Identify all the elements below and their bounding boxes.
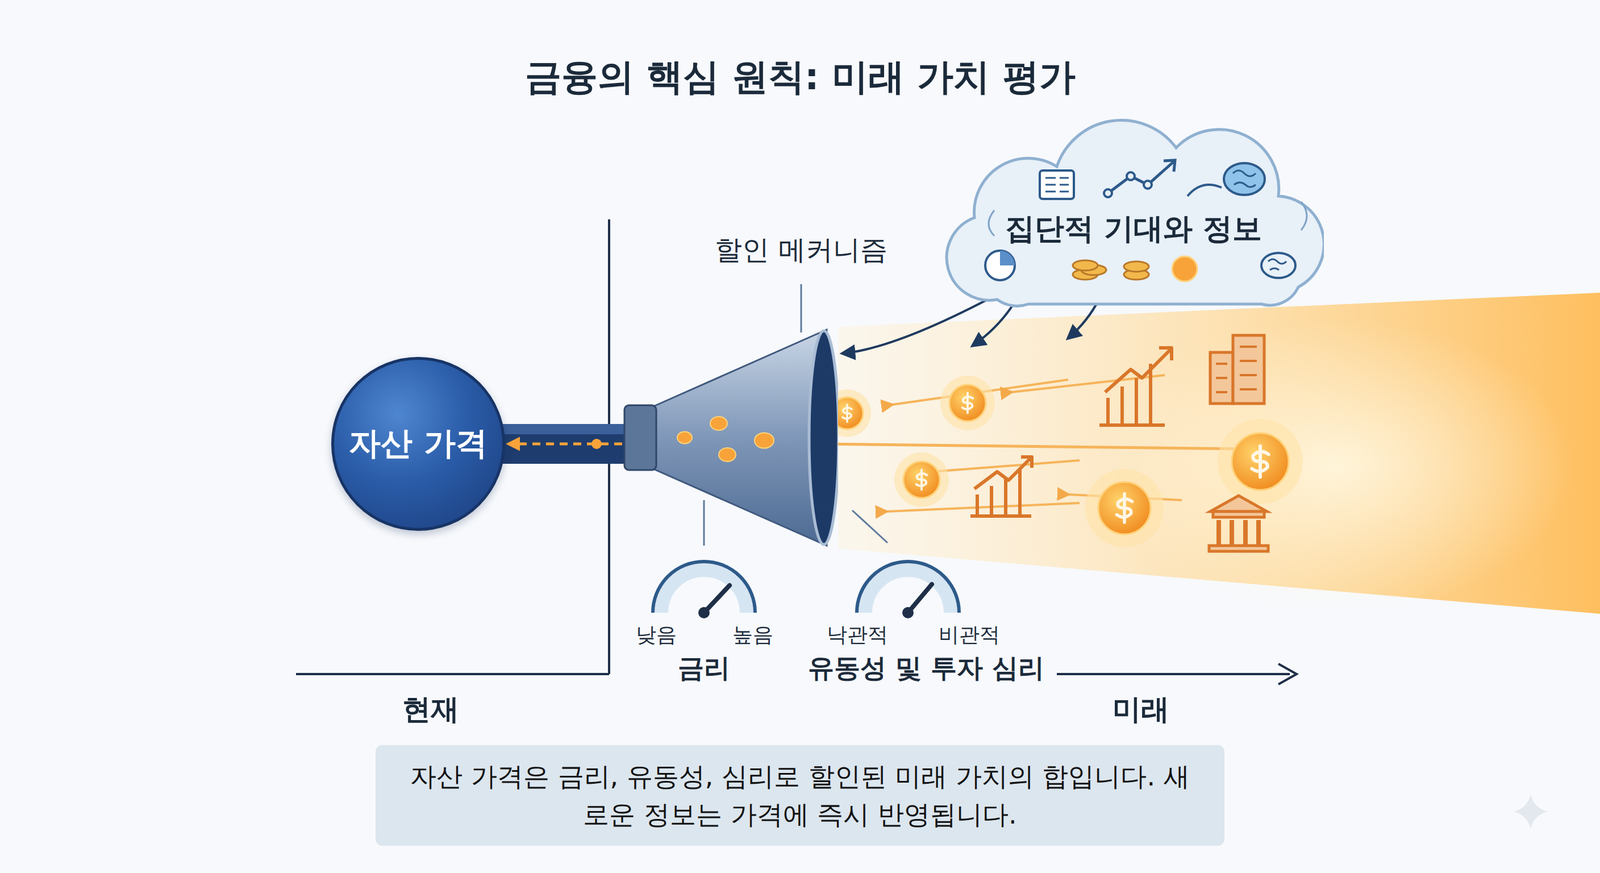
watermark-star: [1513, 794, 1548, 829]
pie-slice: [1000, 250, 1015, 266]
gauge: [661, 569, 747, 613]
coin: [1098, 481, 1151, 535]
title: 금융의 핵심 원칙: 미래 가치 평가: [525, 52, 1076, 102]
expectation-cloud: 집단적 기대와 정보: [943, 116, 1324, 313]
gauge: [652, 561, 960, 619]
discount-pipe: [494, 423, 631, 464]
discount-pipe: [494, 423, 631, 435]
trend-dot: [1126, 172, 1135, 181]
funnel-neck: [624, 405, 657, 470]
coin: [949, 384, 986, 422]
gauge: [902, 606, 914, 619]
building-icon: [1215, 346, 1257, 393]
node-label: 집단적 기대와 정보: [1005, 209, 1262, 249]
axis: [296, 672, 610, 675]
watermark-star: [1513, 794, 1548, 829]
gauge: [698, 606, 710, 619]
dollar-mark: [1116, 493, 1132, 523]
caption: 자산 가격은 금리, 유동성, 심리로 할인된 미래 가치의 합입니다. 새로운…: [398, 757, 1202, 833]
gauge: [865, 569, 951, 613]
newspaper-lines: [1045, 177, 1069, 192]
building-icon: [1210, 495, 1268, 512]
coin-glow: [940, 375, 995, 431]
cloud-outline: [946, 120, 1324, 307]
funnel-shape: [622, 326, 839, 549]
value-stream: [818, 292, 1600, 614]
callout-label: 할인 메커니즘: [714, 231, 887, 269]
leader-line: [703, 500, 706, 546]
brain-folds: [1268, 259, 1287, 270]
growth-icon: [1105, 349, 1171, 393]
funnel-cone: [653, 329, 827, 546]
trend-dot: [1143, 180, 1152, 189]
dollar-mark: [916, 469, 928, 490]
axis-label: 낮음: [635, 621, 677, 649]
building-icon: [1209, 335, 1269, 552]
building-icon: [1218, 519, 1259, 546]
growth-icon: [974, 457, 1032, 489]
asset-price-circle: 자산 가격: [331, 356, 506, 531]
connector: [508, 442, 623, 445]
brain-icon: [1223, 163, 1265, 195]
trend-head: [1163, 160, 1175, 172]
newspaper-icon: [1039, 170, 1074, 199]
value-stream: [818, 443, 1250, 449]
value-stream: [931, 460, 1080, 472]
leader-line: [800, 284, 803, 333]
flow-arrow: [1187, 184, 1222, 197]
growth-icon: [970, 347, 1172, 516]
dollar-mark: [842, 404, 852, 423]
coin: [718, 447, 736, 462]
node-label: 자산 가격: [348, 422, 488, 466]
coin-glow: [1217, 418, 1303, 504]
building-icon: [1209, 545, 1269, 552]
coin: [710, 416, 728, 431]
axis-label: 높음: [732, 621, 774, 649]
axis: [1278, 663, 1297, 685]
gauge: [856, 561, 960, 613]
building-icon: [1213, 511, 1265, 518]
value-stream: [838, 292, 1600, 614]
brain-folds: [1232, 170, 1256, 187]
axis-label: 현재: [402, 690, 460, 729]
trend-dot: [1103, 189, 1112, 198]
coin: [754, 432, 774, 448]
value-stream: [1096, 318, 1574, 614]
connector: [842, 298, 989, 354]
caption-box: 자산 가격은 금리, 유동성, 심리로 할인된 미래 가치의 합입니다. 새로운…: [375, 744, 1225, 846]
coin: [1172, 256, 1198, 282]
brain-icon: [1261, 252, 1296, 278]
axis-label: 미래: [1112, 690, 1170, 729]
discount-pipe: [494, 423, 631, 464]
pie-icon: [985, 250, 1015, 281]
trend-icon: [1107, 161, 1174, 194]
coin: [1231, 432, 1289, 490]
growth-icon: [1021, 456, 1032, 468]
axis-label: 비관적: [938, 621, 1000, 649]
funnel-mouth: [809, 330, 839, 545]
gauge: [652, 561, 756, 613]
coin: [677, 431, 693, 444]
growth-icon: [1159, 347, 1172, 361]
axis-label: 유동성 및 투자 심리: [807, 650, 1045, 686]
axis: [1056, 672, 1290, 675]
dollar-mark: [962, 393, 974, 414]
coin-glow: [894, 452, 949, 507]
discount-funnel: 할인 메커니즘: [622, 326, 839, 549]
axis-label: 낙관적: [826, 621, 889, 649]
dollar-mark: [1251, 446, 1269, 478]
coin-stack: [1123, 261, 1149, 272]
leader-line: [852, 510, 888, 543]
axis-label: 금리: [677, 650, 731, 686]
growth-icon: [1099, 363, 1165, 425]
coin: [903, 461, 940, 498]
coin-glow: [1085, 468, 1164, 548]
coin-stack: [1072, 260, 1098, 271]
